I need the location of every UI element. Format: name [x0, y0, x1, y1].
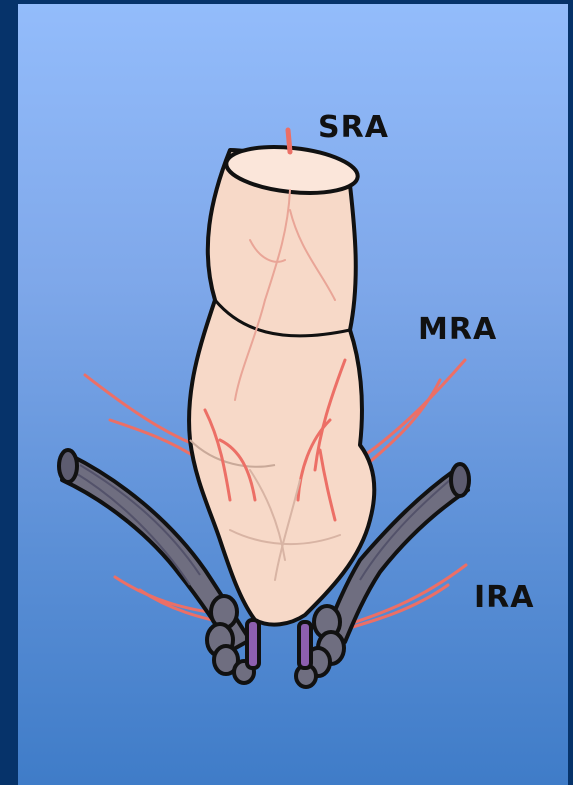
- label-ira: IRA: [474, 580, 534, 615]
- label-mra: MRA: [418, 312, 497, 347]
- label-sra: SRA: [318, 110, 389, 145]
